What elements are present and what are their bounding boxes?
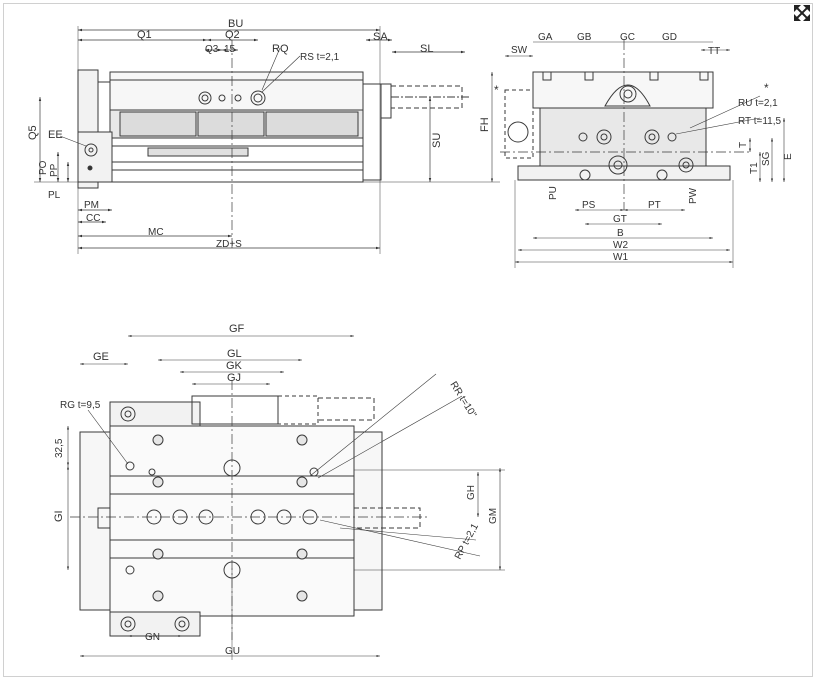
label-po: PO — [38, 160, 49, 175]
label-gu: GU — [225, 646, 240, 657]
label-pt: PT — [648, 200, 661, 211]
label-mc: MC — [148, 227, 164, 238]
label-gd: GD — [662, 32, 677, 43]
label-ps: PS — [582, 200, 596, 211]
expand-icon[interactable] — [793, 4, 811, 22]
label-gk: GK — [226, 360, 243, 372]
label-ga: GA — [538, 32, 553, 43]
label-cc: CC — [86, 213, 100, 224]
label-star-2: * — [764, 81, 769, 95]
label-gc: GC — [620, 32, 635, 43]
label-gm: GM — [488, 508, 499, 524]
label-ee: EE — [48, 129, 63, 141]
label-zds: ZD+S — [216, 239, 242, 250]
label-15: 15 — [224, 44, 236, 55]
label-rs: RS t=2,1 — [300, 52, 340, 63]
label-q5: Q5 — [27, 125, 39, 140]
label-rg: RG t=9,5 — [60, 400, 101, 411]
end-view — [490, 40, 786, 268]
label-ru: RU t=2,1 — [738, 98, 778, 109]
top-view — [66, 334, 505, 660]
label-gt: GT — [613, 214, 627, 225]
label-e: E — [783, 153, 794, 160]
label-pp: PP — [49, 163, 60, 177]
label-t: T — [738, 142, 749, 148]
label-gb: GB — [577, 32, 592, 43]
label-q2: Q2 — [225, 29, 240, 41]
label-rq: RQ — [272, 43, 289, 55]
label-sg: SG — [761, 151, 772, 166]
label-pl: PL — [48, 190, 61, 201]
label-pw: PW — [688, 187, 699, 204]
label-gj: GJ — [227, 372, 241, 384]
label-pm: PM — [84, 200, 99, 211]
label-w2: W2 — [613, 240, 628, 251]
label-w1: W1 — [613, 252, 628, 263]
label-pu: PU — [548, 186, 559, 200]
label-t1: T1 — [749, 162, 760, 174]
label-tt: TT — [708, 46, 720, 57]
label-sw: SW — [511, 45, 528, 56]
label-fh: FH — [479, 117, 491, 132]
label-gf: GF — [229, 323, 245, 335]
label-rt: RT t=11,5 — [738, 116, 782, 127]
label-q3: Q3 — [205, 44, 219, 55]
label-32-5: 32,5 — [54, 438, 65, 458]
label-sl: SL — [420, 43, 433, 55]
label-sa: SA — [373, 31, 388, 43]
label-gh: GH — [466, 485, 477, 500]
label-su: SU — [431, 133, 443, 148]
label-q1: Q1 — [137, 29, 152, 41]
label-gl: GL — [227, 348, 242, 360]
label-gn: GN — [145, 632, 160, 643]
label-star-1: * — [494, 83, 499, 97]
label-ge: GE — [93, 351, 109, 363]
label-gi: GI — [53, 510, 65, 522]
label-bu: BU — [228, 18, 243, 30]
side-view — [34, 26, 500, 254]
label-rr: RR t=10" — [447, 380, 478, 421]
label-b: B — [617, 228, 624, 239]
